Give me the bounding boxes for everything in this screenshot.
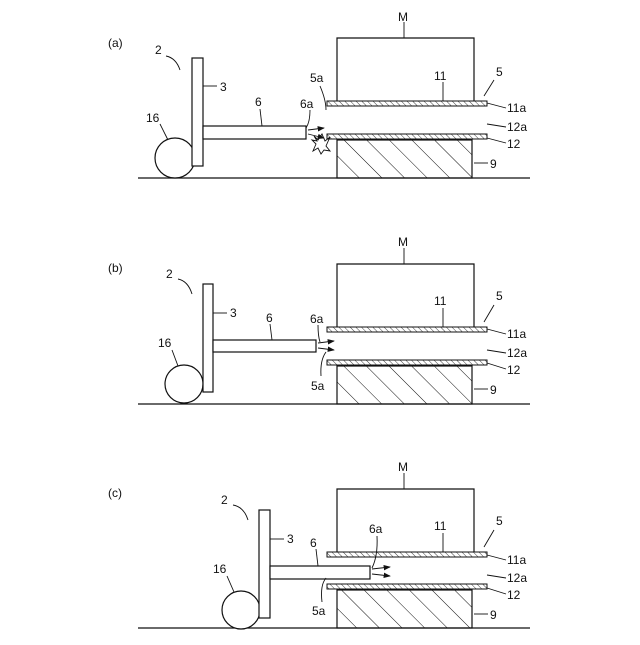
label-16: 16: [146, 111, 160, 125]
motion-arrow: [308, 128, 324, 130]
label-12a: 12a: [507, 120, 527, 134]
label-3: 3: [287, 532, 294, 546]
panel-c: (c) M 2 3 16 6 6a 5a 11 5 11a 12a 1: [108, 460, 530, 629]
label-5a: 5a: [310, 71, 324, 85]
load-m: [337, 489, 474, 552]
label-6a: 6a: [310, 312, 324, 326]
leader-2: [166, 56, 180, 70]
leader-6: [316, 549, 318, 566]
fork-6: [213, 340, 316, 352]
leader-11a: [487, 555, 506, 560]
motion-arrow: [318, 341, 334, 343]
label-11a: 11a: [507, 327, 526, 341]
label-6: 6: [310, 536, 317, 550]
leader-16: [160, 124, 168, 140]
label-2: 2: [221, 493, 228, 507]
leader-6a: [318, 325, 320, 342]
wheel-16: [165, 365, 203, 403]
leader-12a: [487, 350, 506, 353]
label-2: 2: [155, 43, 162, 57]
plate-11: [327, 552, 487, 557]
label-11a: 11a: [507, 553, 526, 567]
motion-arrow: [318, 348, 334, 350]
label-6: 6: [266, 311, 273, 325]
label-9: 9: [490, 157, 497, 171]
leader-2: [233, 505, 248, 520]
leader-12: [487, 588, 506, 594]
label-9: 9: [490, 383, 497, 397]
leader-11a: [487, 103, 506, 108]
label-16: 16: [213, 562, 227, 576]
pallet-9: [337, 366, 472, 404]
load-m: [337, 264, 474, 327]
leader-6: [260, 109, 262, 126]
leader-5: [484, 80, 494, 96]
leader-12a: [487, 575, 506, 578]
leader-5a: [321, 352, 326, 376]
label-3: 3: [220, 80, 227, 94]
leader-16: [172, 350, 178, 366]
leader-6: [270, 324, 272, 340]
label-2: 2: [166, 267, 173, 281]
label-6a: 6a: [300, 97, 314, 111]
plate-12: [327, 360, 487, 365]
wheel-16: [155, 138, 195, 178]
load-m: [337, 38, 474, 101]
plate-11: [327, 327, 487, 332]
label-3: 3: [230, 306, 237, 320]
label-11: 11: [434, 519, 447, 533]
leader-12: [487, 138, 506, 143]
label-11: 11: [434, 69, 447, 83]
leader-16: [227, 576, 234, 592]
leader-12: [487, 363, 506, 369]
label-5: 5: [496, 289, 503, 303]
pallet-9: [337, 140, 472, 178]
wheel-16: [222, 591, 260, 629]
label-12a: 12a: [507, 346, 527, 360]
plate-12: [327, 134, 487, 139]
motion-arrow: [372, 574, 390, 576]
label-6: 6: [255, 95, 262, 109]
label-9: 9: [490, 608, 497, 622]
label-16: 16: [158, 336, 172, 350]
label-12: 12: [507, 588, 521, 602]
label-5a: 5a: [311, 379, 325, 393]
leader-5a: [322, 578, 327, 602]
leader-2: [178, 279, 192, 294]
label-11a: 11a: [507, 101, 526, 115]
mast-3: [203, 284, 213, 392]
label-6a: 6a: [369, 522, 383, 536]
leader-12a: [487, 124, 506, 127]
label-m: M: [398, 235, 408, 249]
leader-5a: [320, 86, 326, 110]
label-m: M: [398, 460, 408, 474]
plate-12: [327, 584, 487, 589]
fork-6: [270, 566, 370, 579]
fork-6: [203, 126, 306, 139]
leader-6a: [306, 110, 310, 128]
panel-b: (b) M 2 3 16 6 6a 5a 11 5 11a 12a 1: [108, 235, 530, 404]
leader-11a: [487, 329, 506, 334]
label-11: 11: [434, 294, 447, 308]
mast-3: [192, 58, 203, 166]
label-5: 5: [496, 514, 503, 528]
panel-label: (a): [108, 36, 123, 50]
mast-3: [259, 510, 270, 618]
pallet-9: [337, 590, 472, 628]
motion-arrow: [372, 567, 390, 569]
panel-label: (b): [108, 261, 123, 275]
label-5a: 5a: [312, 604, 326, 618]
panel-label: (c): [108, 486, 122, 500]
label-12: 12: [507, 363, 521, 377]
panel-a: (a) M 2 3 16 6 6a 5a 11: [108, 10, 530, 178]
label-12a: 12a: [507, 571, 527, 585]
label-12: 12: [507, 137, 521, 151]
leader-5: [484, 305, 494, 322]
leader-5: [484, 530, 494, 547]
plate-11: [327, 101, 487, 106]
label-m: M: [398, 10, 408, 24]
label-5: 5: [496, 65, 503, 79]
